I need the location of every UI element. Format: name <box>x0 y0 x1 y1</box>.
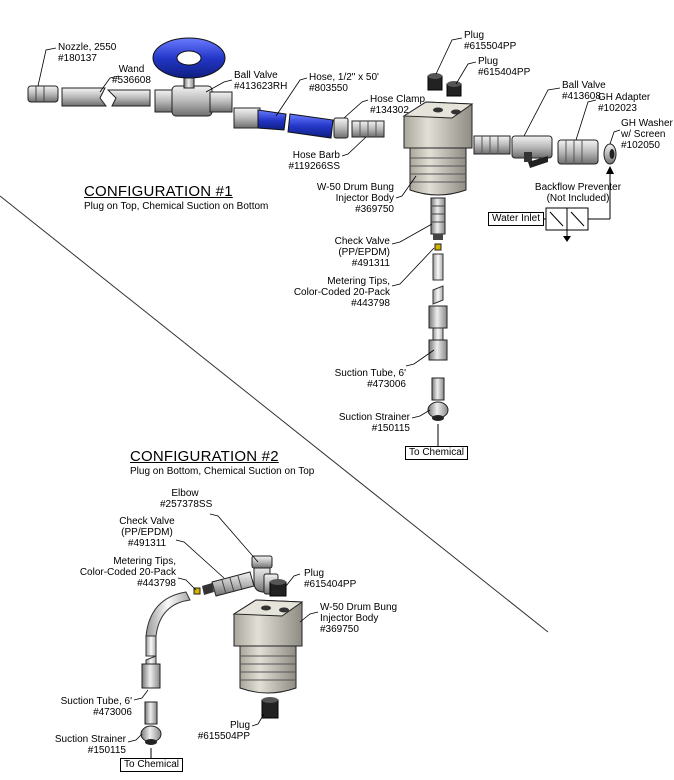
leader-lines-2 <box>127 513 319 743</box>
config1-title: CONFIGURATION #1 <box>84 183 233 200</box>
label-suction-strainer-1: Suction Strainer #150115 <box>338 412 410 434</box>
injector-body-2 <box>232 599 304 694</box>
label-plug-615504pp: Plug #615504PP <box>464 30 517 52</box>
plug-615404pp-top <box>446 81 462 97</box>
label-elbow: Elbow #257378SS <box>160 488 213 510</box>
label-water-inlet: Water Inlet <box>488 212 544 226</box>
plug-615504pp-bottom <box>261 697 279 719</box>
plug-615504pp-top <box>427 73 443 91</box>
label-check-valve-1: Check Valve (PP/EPDM) #491311 <box>334 236 390 269</box>
plug-615404pp-2 <box>269 579 287 597</box>
label-hose-barb: Hose Barb #119266SS <box>288 150 340 172</box>
leader-lines-1 <box>37 37 621 419</box>
label-hose-clamp: Hose Clamp #134302 <box>370 94 426 116</box>
label-suction-tube-2: Suction Tube, 6' #473006 <box>60 696 132 718</box>
backflow-preventer-symbol <box>528 166 614 242</box>
check-valve-1 <box>430 197 446 240</box>
config2-title: CONFIGURATION #2 <box>130 448 279 465</box>
check-valve-2 <box>202 571 255 597</box>
label-injector-body-2: W-50 Drum Bung Injector Body #369750 <box>320 602 398 635</box>
label-suction-strainer-2: Suction Strainer #150115 <box>54 734 126 756</box>
nipple-part <box>473 135 511 155</box>
label-metering-tips-2: Metering Tips, Color-Coded 20-Pack #4437… <box>79 556 176 589</box>
hose-clamp-part <box>333 117 349 139</box>
nozzle-part <box>27 85 59 103</box>
label-to-chemical-2: To Chemical <box>120 758 184 772</box>
injector-body-1 <box>402 101 474 196</box>
gh-adapter-part <box>557 139 599 165</box>
label-plug-615404pp-2: Plug #615404PP <box>304 568 357 590</box>
label-plug-615404pp: Plug #615404PP <box>478 56 531 78</box>
config2-subtitle: Plug on Bottom, Chemical Suction on Top <box>130 466 315 477</box>
suction-tube-1 <box>428 253 448 361</box>
label-gh-adapter: GH Adapter #102023 <box>598 92 651 114</box>
suction-strainer-2 <box>140 701 162 745</box>
config1-subtitle: Plug on Top, Chemical Suction on Bottom <box>84 201 269 212</box>
label-plug-615504pp-bottom: Plug #615504PP <box>197 720 250 742</box>
label-gh-washer: GH Washer w/ Screen #102050 <box>621 118 673 151</box>
separator-line <box>0 195 549 633</box>
label-injector-body-1: W-50 Drum Bung Injector Body #369750 <box>316 182 394 215</box>
hose-barb-part <box>351 120 385 138</box>
metering-tip-2 <box>193 587 201 595</box>
label-check-valve-2: Check Valve (PP/EPDM) #491311 <box>119 516 175 549</box>
label-ball-valve-right: Ball Valve #413608 <box>562 80 606 102</box>
suction-tube-2 <box>141 591 191 689</box>
label-wand: Wand #536608 <box>112 64 151 86</box>
label-ball-valve-left: Ball Valve #413623RH <box>234 70 288 92</box>
metering-tip-1 <box>434 243 442 251</box>
ball-valve-right-part <box>511 135 553 168</box>
ball-valve-left-part <box>152 37 233 117</box>
label-metering-tips-1: Metering Tips, Color-Coded 20-Pack #4437… <box>293 276 390 309</box>
label-hose: Hose, 1/2" x 50' #803550 <box>309 72 379 94</box>
label-nozzle: Nozzle, 2550 #180137 <box>58 42 117 64</box>
wand-part <box>61 87 151 107</box>
label-to-chemical-1: To Chemical <box>405 446 469 460</box>
label-suction-tube-1: Suction Tube, 6' #473006 <box>334 368 406 390</box>
hose-part <box>233 107 334 139</box>
label-backflow-preventer: Backflow Preventer (Not Included) <box>534 182 622 204</box>
gh-washer-part <box>603 143 617 165</box>
suction-strainer-1 <box>427 377 449 421</box>
